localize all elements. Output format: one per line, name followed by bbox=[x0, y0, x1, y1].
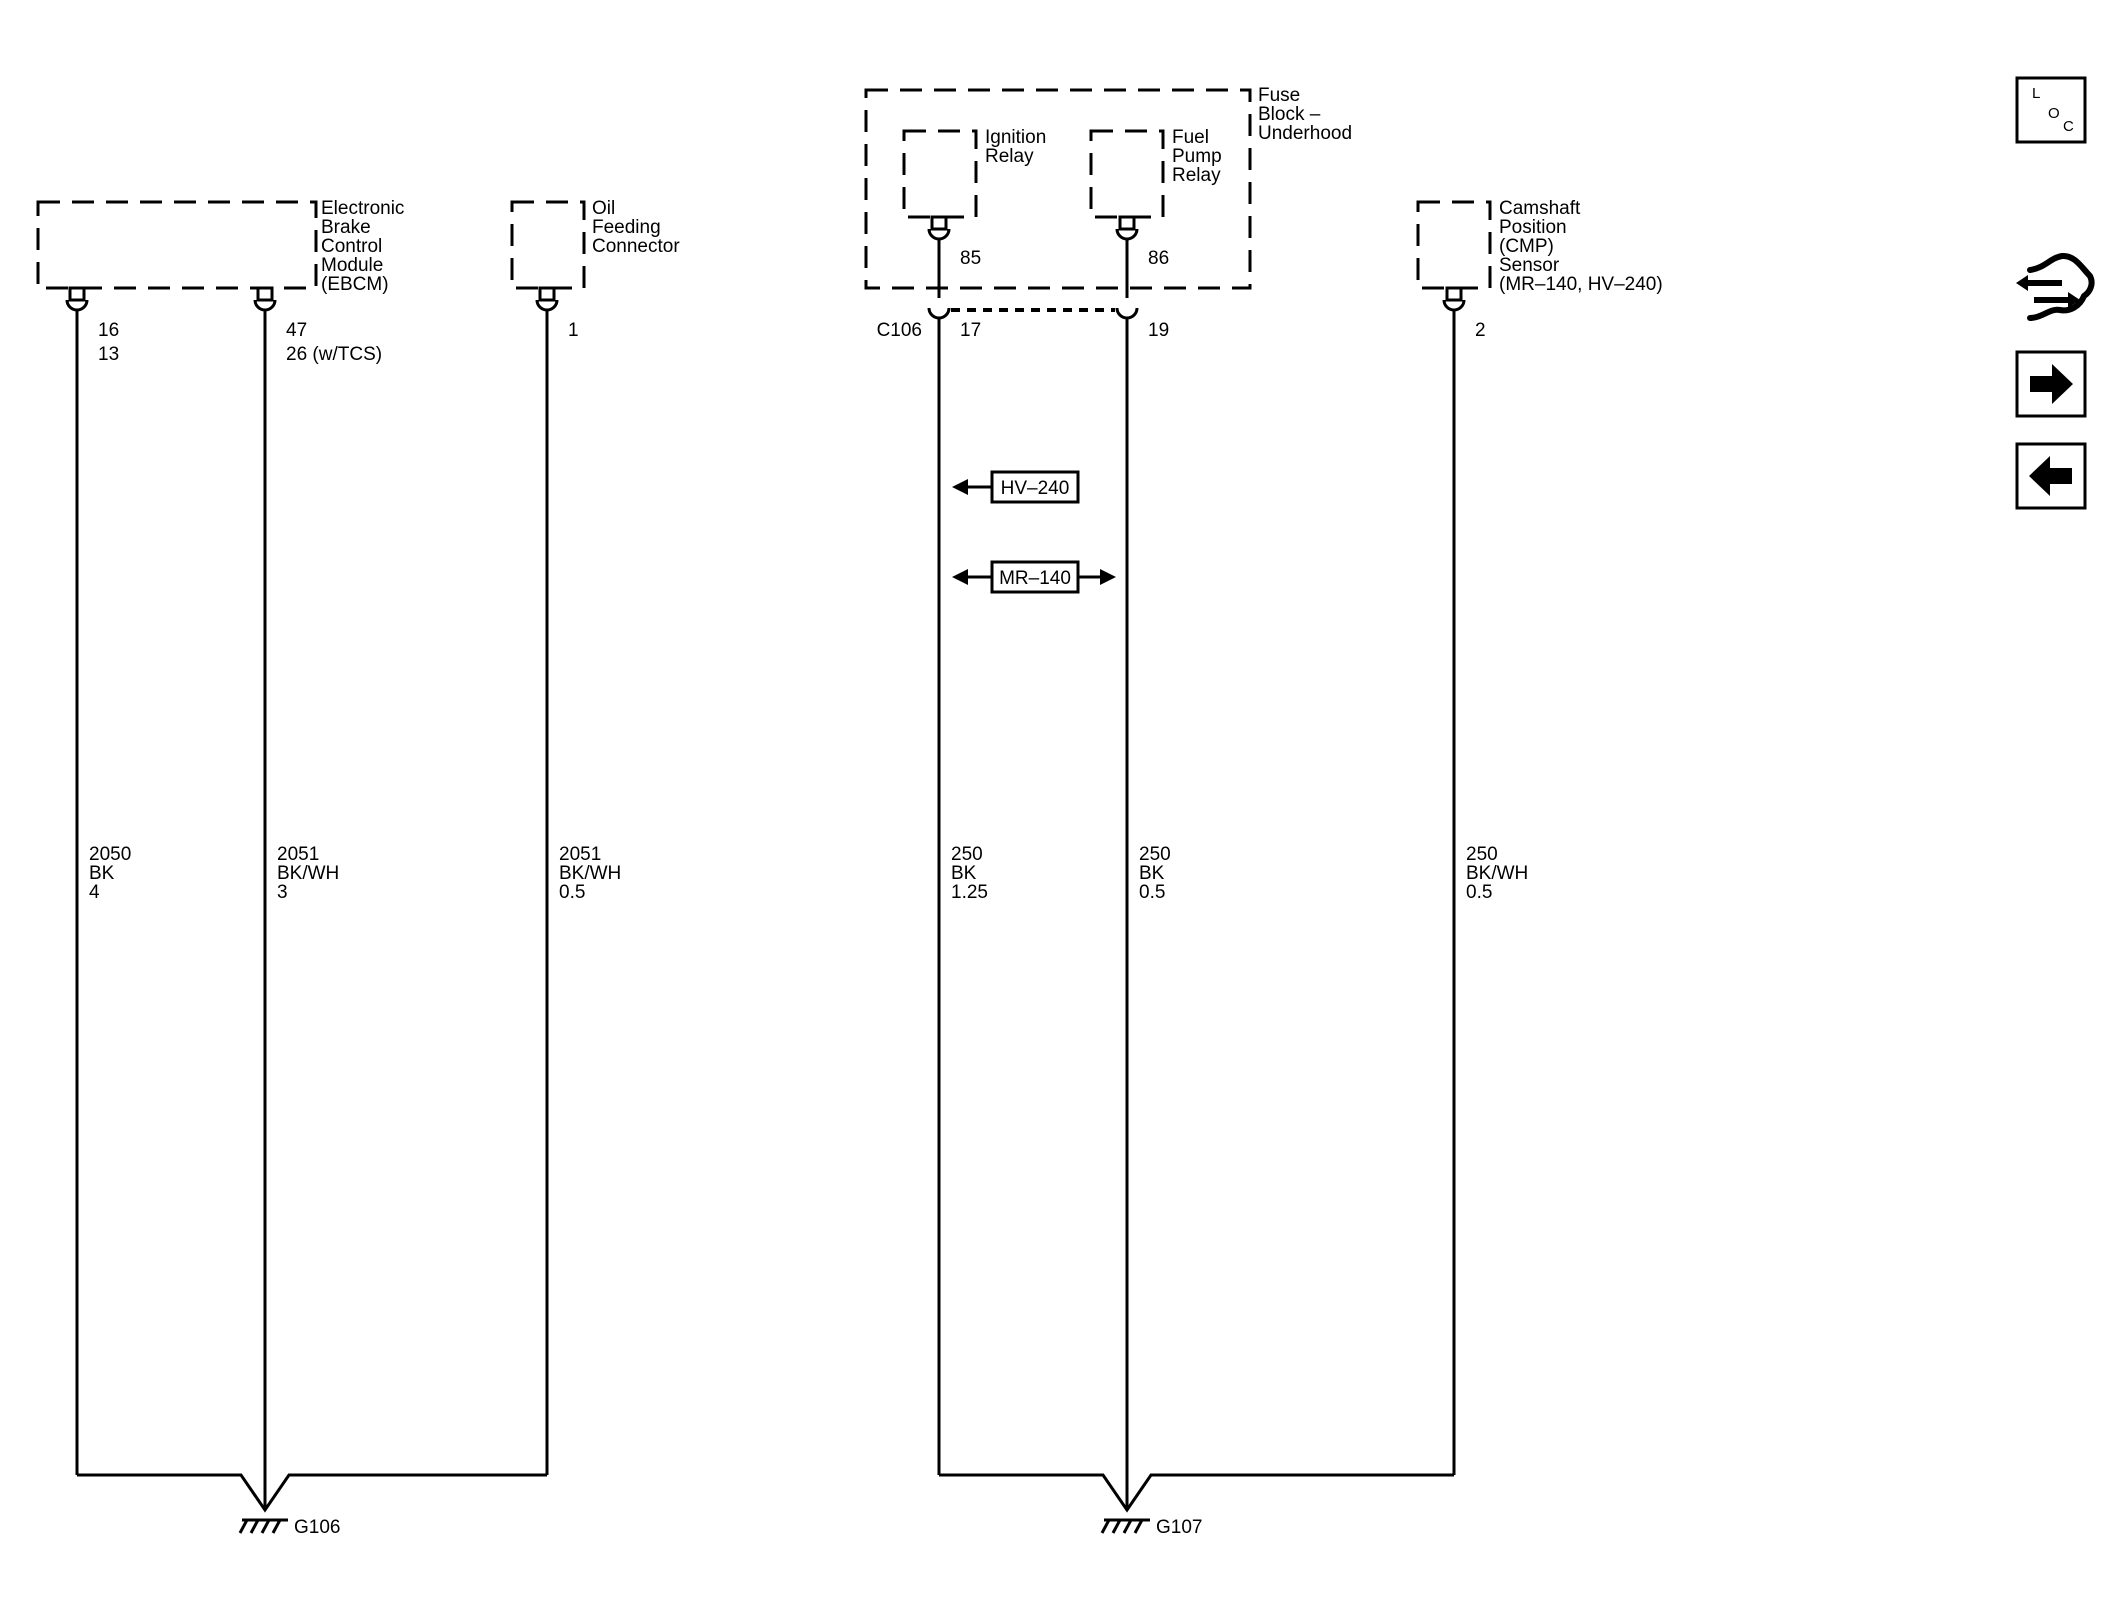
ground-label-g107: G107 bbox=[1156, 1517, 1202, 1538]
cmp-label-1: Camshaft bbox=[1499, 198, 1581, 219]
pin-c106-19: 19 bbox=[1148, 320, 1169, 341]
terminal-ignition-85 bbox=[927, 215, 951, 241]
wire-label-5: 250 BK/WH 0.5 bbox=[1466, 844, 1528, 903]
wire-label-0: 2050 BK 4 bbox=[89, 844, 131, 903]
wire-circuit: 2050 bbox=[89, 844, 131, 865]
arrow-left-icon[interactable] bbox=[2015, 442, 2087, 510]
pin-ebcm-b-2: 26 (w/TCS) bbox=[286, 344, 382, 365]
option-tag-mr140[interactable]: MR–140 bbox=[952, 560, 1116, 594]
wire-size: 4 bbox=[89, 882, 100, 903]
terminals bbox=[65, 215, 1466, 320]
oil-label-1: Oil bbox=[592, 198, 615, 219]
wire-size: 3 bbox=[277, 882, 288, 903]
wire-color: BK bbox=[1139, 863, 1165, 884]
pin-ebcm-a-2: 13 bbox=[98, 344, 119, 365]
pin-ebcm-b-1: 47 bbox=[286, 320, 307, 341]
wire-circuit: 2051 bbox=[277, 844, 319, 865]
ignition-relay: Ignition Relay bbox=[902, 127, 1046, 219]
wire-size: 0.5 bbox=[1139, 882, 1165, 903]
pin-fuel-pump-86: 86 bbox=[1148, 248, 1169, 269]
loc-letter-o: O bbox=[2048, 105, 2060, 122]
wire-color: BK bbox=[89, 863, 115, 884]
pin-c106-17: 17 bbox=[960, 320, 981, 341]
pin-oil: 1 bbox=[568, 320, 579, 341]
ground-bus-left bbox=[77, 1473, 547, 1513]
fuel-pump-relay-label-3: Relay bbox=[1172, 165, 1221, 186]
terminal-c106-17 bbox=[927, 307, 951, 320]
pin-labels: 16 13 47 26 (w/TCS) 1 85 86 C106 17 19 2 bbox=[98, 248, 1486, 365]
ground-g106: G106 bbox=[238, 1517, 340, 1538]
wire-size: 1.25 bbox=[951, 882, 988, 903]
arrow-right-icon[interactable] bbox=[2015, 350, 2087, 418]
ebcm-label-5: (EBCM) bbox=[321, 274, 389, 295]
fuse-block-label-3: Underhood bbox=[1258, 123, 1352, 144]
option-tag-hv240-label: HV–240 bbox=[1001, 478, 1070, 499]
wire-circuit: 250 bbox=[1139, 844, 1171, 865]
loc-letter-l: L bbox=[2032, 85, 2040, 102]
wire-color: BK/WH bbox=[559, 863, 621, 884]
wire-size: 0.5 bbox=[1466, 882, 1492, 903]
cmp-label-2: Position bbox=[1499, 217, 1567, 238]
oil-label-3: Connector bbox=[592, 236, 680, 257]
terminal-c106-19 bbox=[1115, 307, 1139, 320]
option-tag-hv240[interactable]: HV–240 bbox=[952, 470, 1080, 504]
terminal-fuel-pump-86 bbox=[1115, 215, 1139, 241]
wires bbox=[75, 239, 1456, 1513]
wire-circuit: 2051 bbox=[559, 844, 601, 865]
fuel-pump-relay: Fuel Pump Relay bbox=[1089, 127, 1222, 219]
pin-ebcm-a-1: 16 bbox=[98, 320, 119, 341]
pin-ignition-85: 85 bbox=[960, 248, 981, 269]
terminal-ebcm-a bbox=[65, 286, 89, 312]
wire-label-3: 250 BK 1.25 bbox=[951, 844, 988, 903]
ignition-relay-label-2: Relay bbox=[985, 146, 1034, 167]
ground-g107: G107 bbox=[1100, 1517, 1202, 1538]
pin-cmp: 2 bbox=[1475, 320, 1486, 341]
wire-color: BK/WH bbox=[1466, 863, 1528, 884]
terminal-oil bbox=[535, 286, 559, 312]
cmp-sensor: Camshaft Position (CMP) Sensor (MR–140, … bbox=[1416, 198, 1663, 295]
connector-c106-label: C106 bbox=[877, 320, 922, 341]
fuel-pump-relay-label-1: Fuel bbox=[1172, 127, 1209, 148]
wire-circuit: 250 bbox=[951, 844, 983, 865]
wire-label-4: 250 BK 0.5 bbox=[1139, 844, 1171, 903]
terminal-cmp bbox=[1442, 286, 1466, 312]
cmp-label-4: Sensor bbox=[1499, 255, 1560, 276]
ebcm-label-3: Control bbox=[321, 236, 382, 257]
cmp-label-5: (MR–140, HV–240) bbox=[1499, 274, 1663, 295]
ebcm-label-1: Electronic bbox=[321, 198, 404, 219]
ebcm-component: Electronic Brake Control Module (EBCM) bbox=[36, 198, 404, 295]
loc-button[interactable]: L O C bbox=[2015, 76, 2087, 144]
ebcm-label-4: Module bbox=[321, 255, 383, 276]
wire-circuit: 250 bbox=[1466, 844, 1498, 865]
terminal-ebcm-b bbox=[253, 286, 277, 312]
loc-letter-c: C bbox=[2063, 118, 2074, 135]
ground-bus-right bbox=[939, 1473, 1454, 1513]
cmp-label-3: (CMP) bbox=[1499, 236, 1554, 257]
wire-label-2: 2051 BK/WH 0.5 bbox=[559, 844, 621, 903]
fuse-block-underhood: Fuse Block – Underhood bbox=[864, 85, 1352, 290]
wire-label-1: 2051 BK/WH 3 bbox=[277, 844, 339, 903]
fuel-pump-relay-label-2: Pump bbox=[1172, 146, 1222, 167]
wire-size: 0.5 bbox=[559, 882, 585, 903]
oil-label-2: Feeding bbox=[592, 217, 661, 238]
fuse-block-label-2: Block – bbox=[1258, 104, 1321, 125]
oil-feeding-connector: Oil Feeding Connector bbox=[510, 198, 680, 290]
fuse-block-label-1: Fuse bbox=[1258, 85, 1300, 106]
wire-color: BK/WH bbox=[277, 863, 339, 884]
ebcm-label-2: Brake bbox=[321, 217, 371, 238]
option-tag-mr140-label: MR–140 bbox=[999, 568, 1071, 589]
wire-labels: 2050 BK 4 2051 BK/WH 3 2051 BK/WH 0.5 25… bbox=[89, 844, 1528, 903]
ignition-relay-label-1: Ignition bbox=[985, 127, 1046, 148]
wire-harness-icon[interactable] bbox=[2016, 253, 2095, 321]
ground-label-g106: G106 bbox=[294, 1517, 340, 1538]
wire-color: BK bbox=[951, 863, 977, 884]
